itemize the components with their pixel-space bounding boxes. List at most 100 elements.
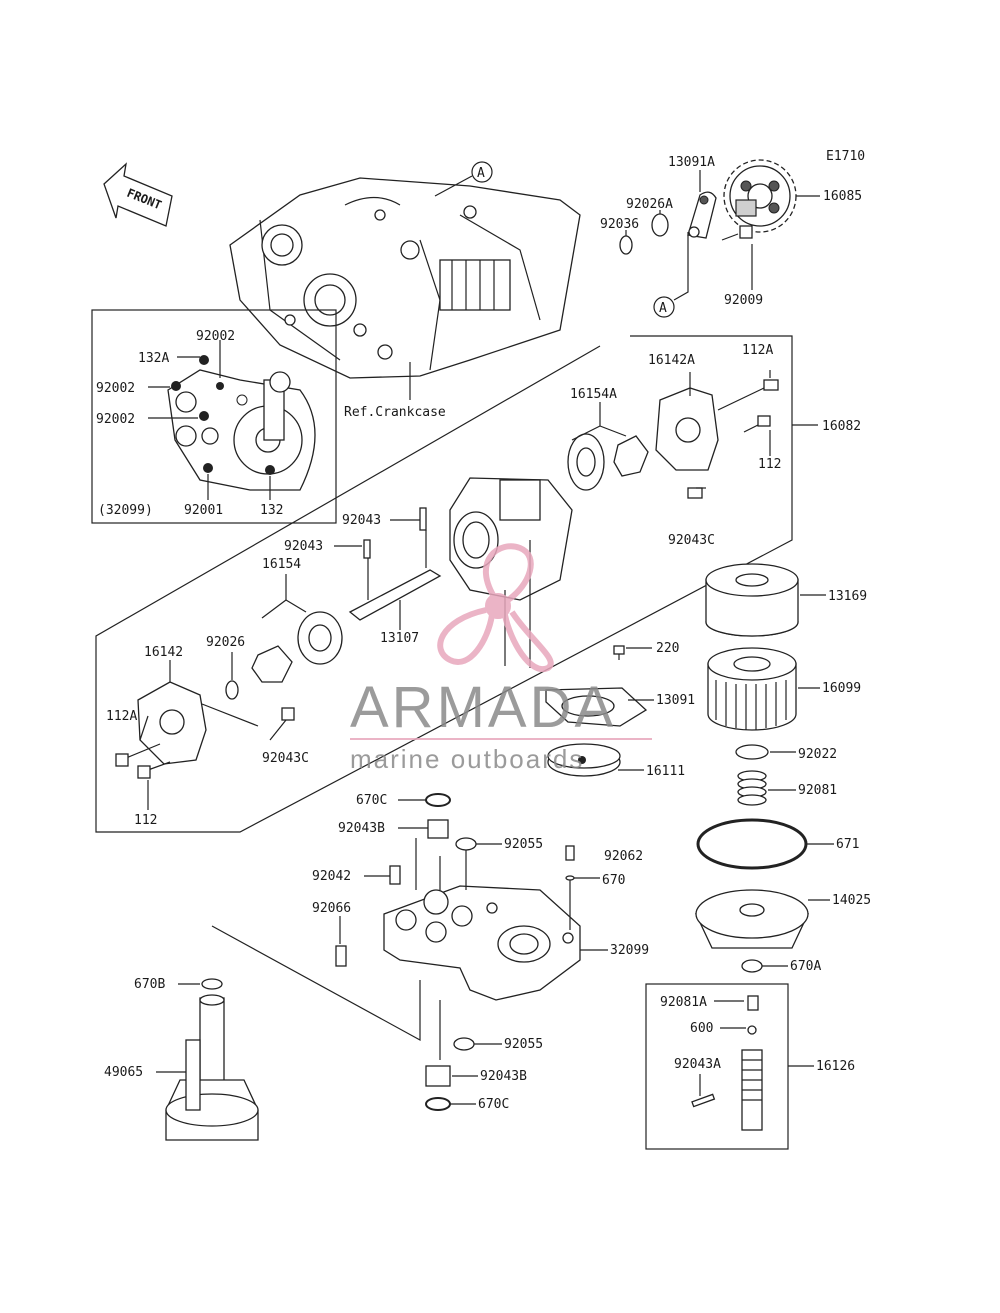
callout-600: 600: [690, 1021, 713, 1036]
callout-16111: 16111: [646, 764, 685, 779]
callout-13091: 13091: [656, 693, 695, 708]
washer-92022-drawing: [735, 744, 769, 760]
callout-lines: [139, 170, 834, 1105]
callout-671: 671: [836, 837, 859, 852]
washer-92055-top-drawing: [455, 837, 477, 851]
inset-box: [91, 309, 337, 524]
callout-16099: 16099: [822, 681, 861, 696]
svg-text:A: A: [477, 166, 485, 181]
callout-92002-b: 92002: [96, 381, 135, 396]
oring-670c-top-drawing: [425, 793, 451, 807]
callout-92022: 92022: [798, 747, 837, 762]
callout-670c-b: 670C: [478, 1097, 509, 1112]
gear-16085-drawing: [723, 159, 797, 233]
callout-220: 220: [656, 641, 679, 656]
callout-13091a: 13091A: [668, 155, 715, 170]
callout-670c-a: 670C: [356, 793, 387, 808]
callout-92002-a: 92002: [196, 329, 235, 344]
ring-92026-drawing: [225, 680, 239, 700]
ring-92026a-drawing: [651, 213, 669, 237]
ring-92036-drawing: [619, 235, 633, 255]
bolt-220-drawing: [613, 645, 625, 660]
bolts-top-drawing: [717, 370, 779, 433]
callout-112-left: 112: [134, 813, 157, 828]
svg-text:A: A: [659, 301, 667, 316]
watermark-brand: ARMADA: [350, 675, 616, 740]
spring-92081-drawing: [737, 770, 767, 806]
plate-13091-drawing: [545, 687, 648, 727]
callout-16085: 16085: [823, 189, 862, 204]
callout-16154: 16154: [262, 557, 301, 572]
callout-670: 670: [602, 873, 625, 888]
relief-valve-16126-drawing: [691, 995, 763, 1131]
callout-92043a: 92043A: [674, 1057, 721, 1072]
plate-13091a-drawing: [687, 191, 717, 239]
dowel-92042-drawing: [389, 865, 401, 885]
callout-32099: 32099: [610, 943, 649, 958]
callout-112a-top: 112A: [742, 343, 773, 358]
dowel-92043b-top-drawing: [427, 819, 449, 839]
bolt-92009-drawing: [721, 225, 753, 241]
callout-92043b-a: 92043B: [338, 821, 385, 836]
cover-16142a-drawing: [655, 372, 719, 499]
oring-670c-bottom-drawing: [425, 1097, 451, 1111]
callout-13107: 13107: [380, 631, 419, 646]
callout-92001: 92001: [184, 503, 223, 518]
dowel-92062-drawing: [565, 845, 575, 861]
pump-group-outline: [95, 335, 793, 833]
cover-16111-drawing: [547, 743, 621, 777]
callout-112-top: 112: [758, 457, 781, 472]
marker-a-mid: A: [653, 232, 689, 318]
callout-92043b-b: 92043B: [480, 1069, 527, 1084]
callout-92009: 92009: [724, 293, 763, 308]
rotor-16154a-drawing: [567, 402, 649, 491]
pump-body-32099-drawing: [383, 838, 581, 1001]
callout-13169: 13169: [828, 589, 867, 604]
callout-92026: 92026: [206, 635, 245, 650]
callout-132a: 132A: [138, 351, 169, 366]
callout-32099-paren: (32099): [98, 503, 153, 518]
callout-92062: 92062: [604, 849, 643, 864]
strainer-49065-drawing: [165, 978, 259, 1141]
rotor-16154-drawing: [251, 574, 343, 683]
armada-watermark: ARMADA marine outboards: [350, 543, 652, 774]
oring-670a-drawing: [741, 959, 763, 973]
callout-92002-c: 92002: [96, 412, 135, 427]
callout-14025: 14025: [832, 893, 871, 908]
front-arrow-icon: FRONT: [103, 162, 173, 227]
oring-670-drawing: [565, 875, 575, 881]
callout-16126: 16126: [816, 1059, 855, 1074]
callout-92081a: 92081A: [660, 995, 707, 1010]
callout-92066: 92066: [312, 901, 351, 916]
callout-49065: 49065: [104, 1065, 143, 1080]
pump-housing-drawing: [449, 477, 573, 668]
callout-92055-a: 92055: [504, 837, 543, 852]
callout-92043c-left: 92043C: [262, 751, 309, 766]
callout-92043c-top: 92043C: [668, 533, 715, 548]
callout-92043-b: 92043: [284, 539, 323, 554]
shaft-13107-drawing: [348, 507, 442, 630]
cover-14025-drawing: [694, 889, 810, 949]
gasket-inset-drawing: [148, 340, 316, 500]
callout-16082: 16082: [822, 419, 861, 434]
callout-16154a: 16154A: [570, 387, 617, 402]
callout-16142a: 16142A: [648, 353, 695, 368]
callout-16142: 16142: [144, 645, 183, 660]
dowel-92043b-bottom-drawing: [425, 1065, 451, 1087]
ref-crankcase-label: Ref.Crankcase: [344, 405, 446, 420]
watermark-tagline: marine outboards: [350, 744, 584, 774]
oring-671-drawing: [696, 818, 808, 870]
crankcase-drawing: [229, 177, 581, 400]
callout-92055-b: 92055: [504, 1037, 543, 1052]
callout-92036: 92036: [600, 217, 639, 232]
screen-92066-drawing: [335, 945, 347, 967]
propeller-logo-icon: [437, 543, 554, 673]
cover-16142-drawing: [115, 660, 295, 779]
cap-13169-drawing: [705, 563, 799, 637]
diagram-code: E1710: [826, 149, 865, 164]
callout-92042: 92042: [312, 869, 351, 884]
callout-670a: 670A: [790, 959, 821, 974]
callout-112a-left: 112A: [106, 709, 137, 724]
callout-92081: 92081: [798, 783, 837, 798]
callout-92026a: 92026A: [626, 197, 673, 212]
